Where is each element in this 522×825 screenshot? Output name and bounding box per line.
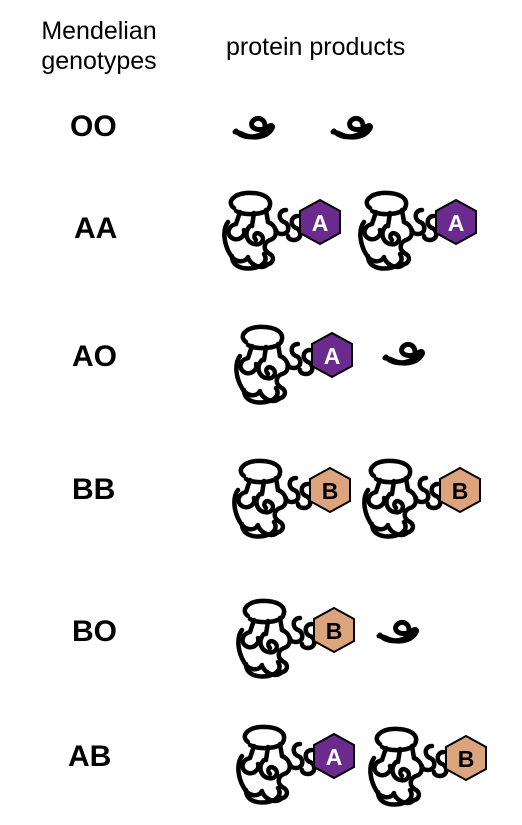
enzyme-protein-icon <box>234 461 310 537</box>
antigen-a-label: A <box>326 744 343 770</box>
enzyme-protein-icon <box>370 729 446 805</box>
enzyme-protein-icon <box>238 727 314 803</box>
antigen-a-label: A <box>324 343 341 369</box>
antigen-a-hexagon: A <box>435 198 477 246</box>
antigen-b-label: B <box>458 746 475 772</box>
antigen-a-label: A <box>448 210 465 236</box>
genotypes-header: Mendelian genotypes <box>18 16 180 76</box>
enzyme-protein-icon <box>360 193 436 269</box>
genotype-label-ab: AB <box>68 740 112 773</box>
enzyme-protein-icon <box>236 327 312 403</box>
genotypes-header-line1: Mendelian <box>41 17 157 45</box>
truncated-protein-icon <box>235 118 272 137</box>
genotype-label-aa: AA <box>74 212 118 245</box>
genotype-label-bb: BB <box>72 473 116 506</box>
truncated-protein-icon <box>333 118 370 137</box>
antigen-b-label: B <box>326 618 343 644</box>
truncated-protein-icon <box>379 622 416 641</box>
genotype-label-bo: BO <box>72 615 117 648</box>
antigen-a-hexagon: A <box>311 331 353 379</box>
enzyme-protein-icon <box>224 193 300 269</box>
antigen-a-label: A <box>312 210 329 236</box>
antigen-b-hexagon: B <box>313 606 355 654</box>
antigen-b-hexagon: B <box>309 466 351 514</box>
antigen-b-hexagon: B <box>445 734 487 782</box>
antigen-b-label: B <box>322 478 339 504</box>
genotype-label-ao: AO <box>72 340 117 373</box>
genotype-label-oo: OO <box>70 110 117 143</box>
antigen-b-label: B <box>452 478 469 504</box>
protein-products-header: protein products <box>226 33 406 61</box>
enzyme-protein-icon <box>238 601 314 677</box>
enzyme-protein-icon <box>364 461 440 537</box>
antigen-b-hexagon: B <box>439 466 481 514</box>
antigen-a-hexagon: A <box>299 198 341 246</box>
truncated-protein-icon <box>385 344 422 363</box>
genotypes-header-line2: genotypes <box>41 47 157 75</box>
antigen-a-hexagon: A <box>313 732 355 780</box>
